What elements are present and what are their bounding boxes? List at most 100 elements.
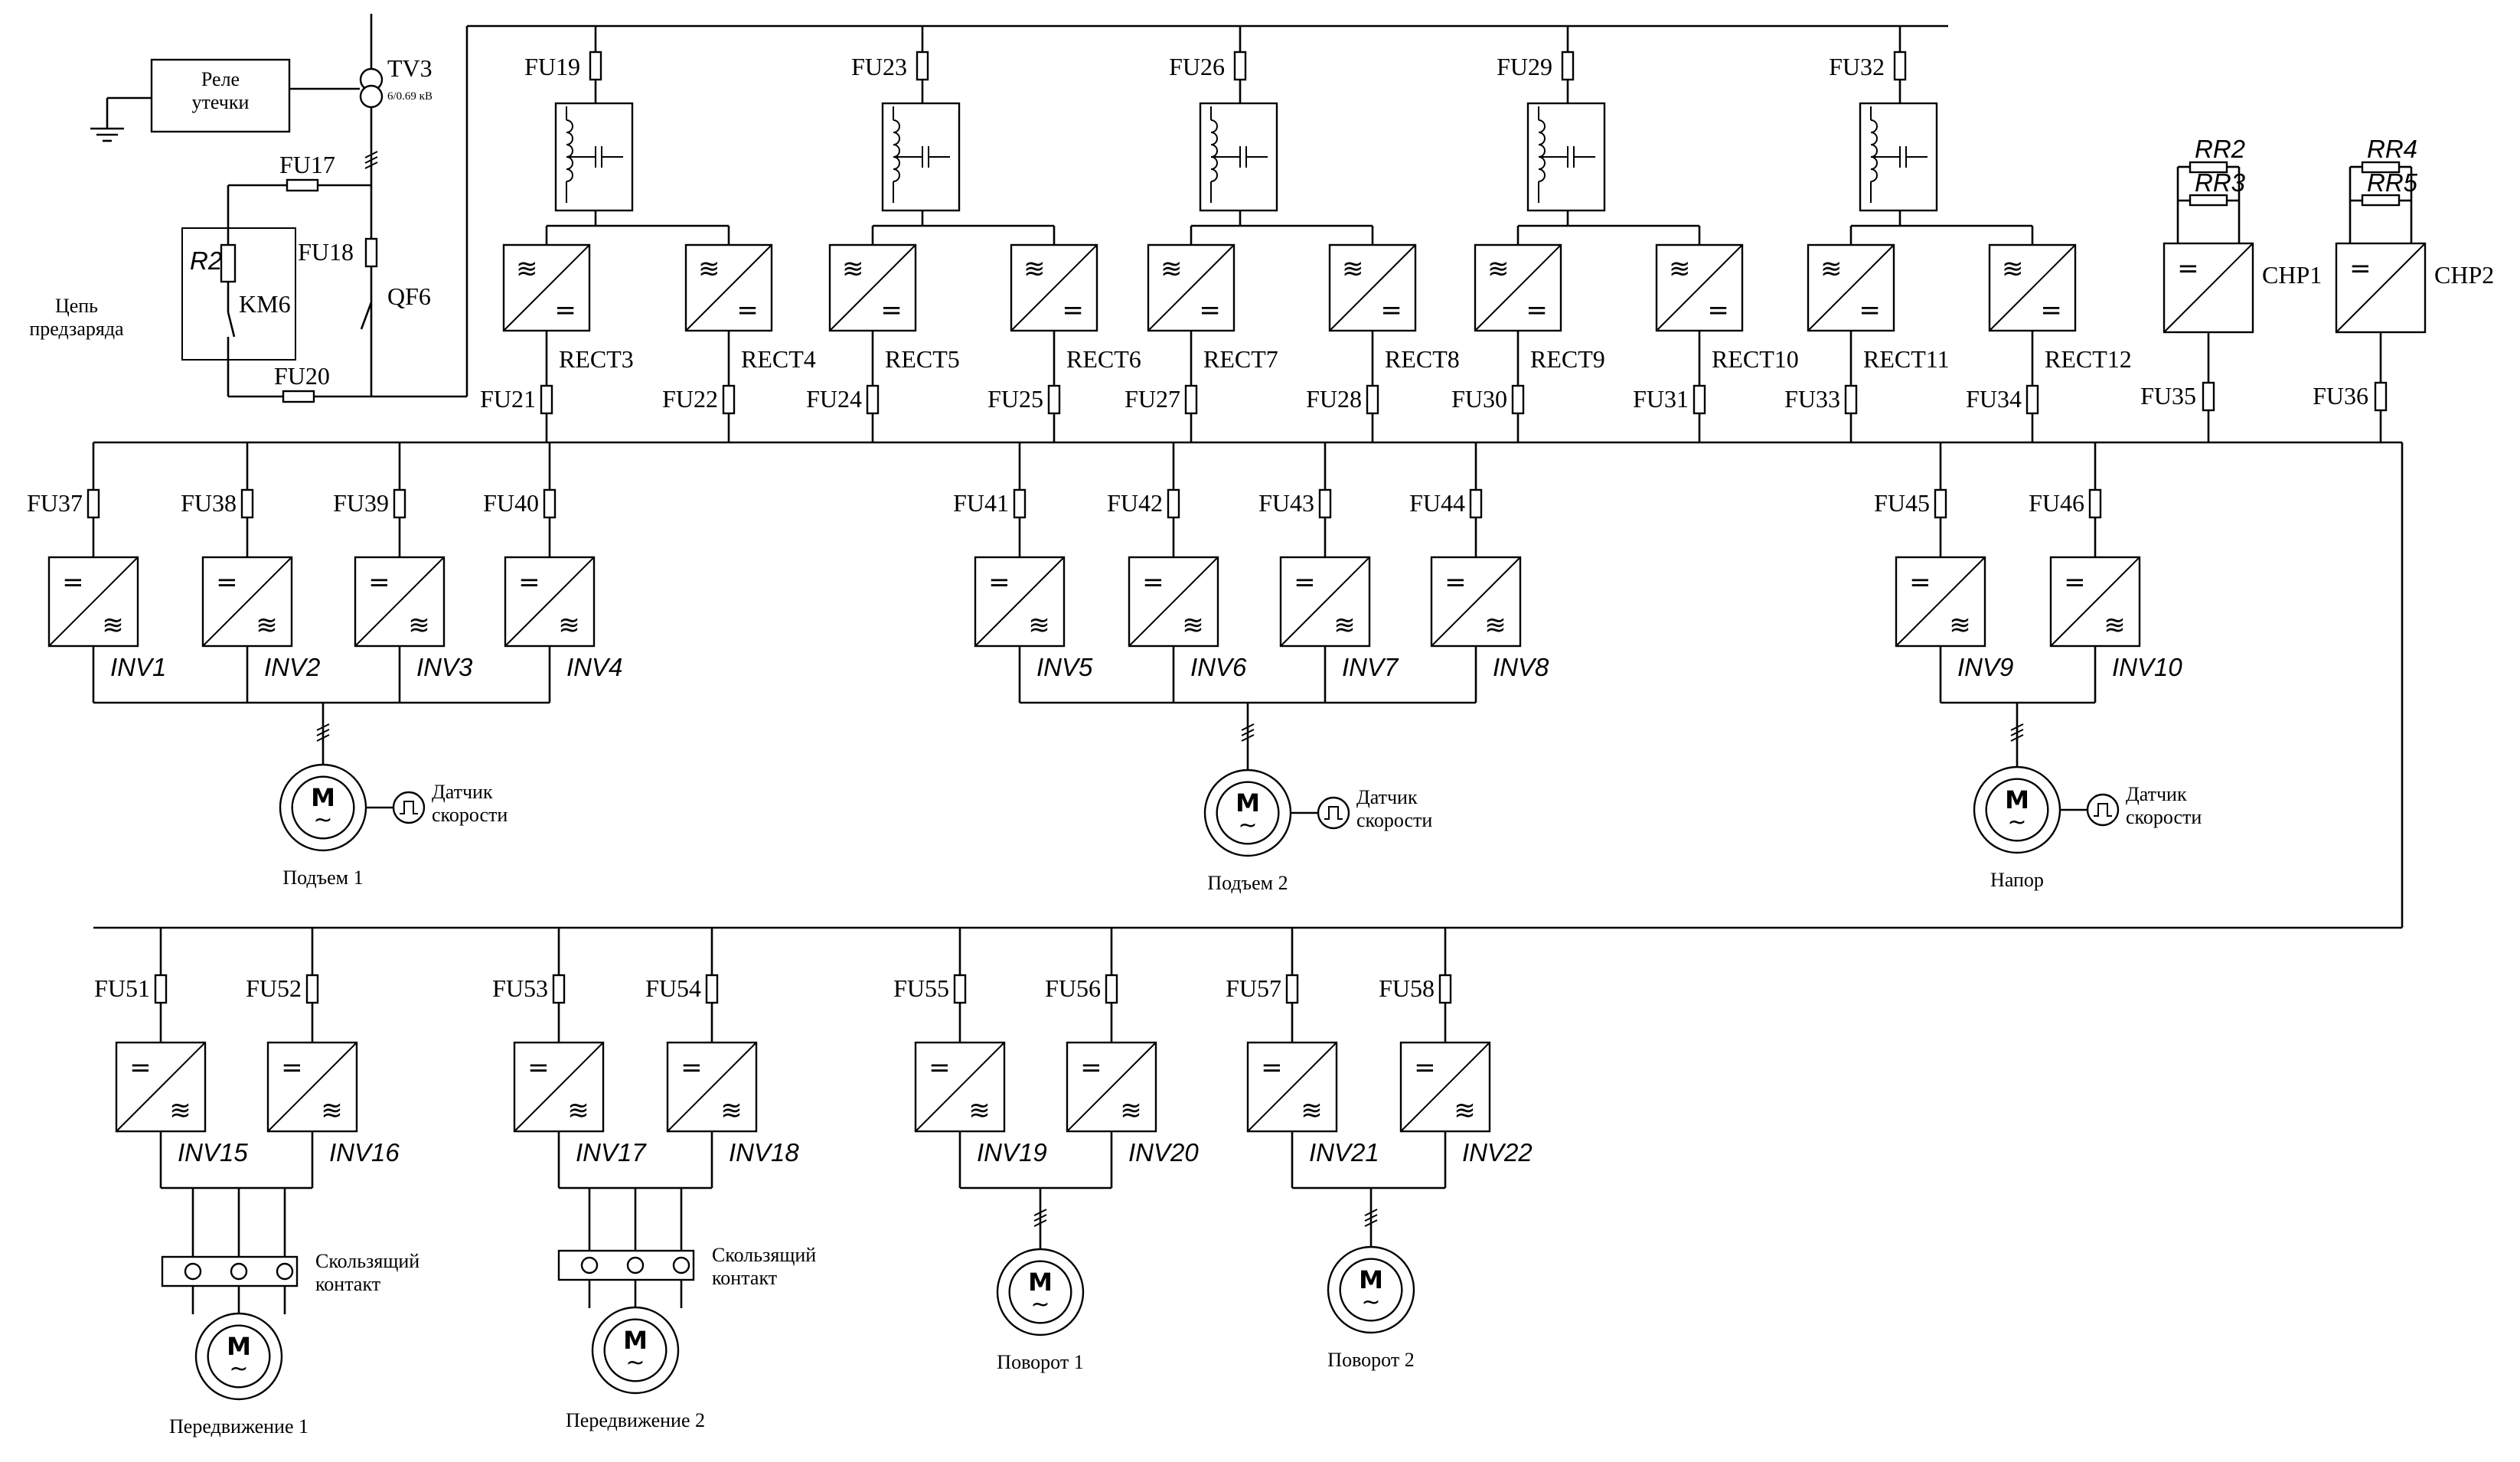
pulse-icon	[2094, 803, 2112, 817]
motor-inner	[207, 1324, 271, 1389]
dc-symbol: =	[554, 295, 576, 325]
motor-inner	[291, 775, 355, 840]
dc-symbol: =	[1414, 1052, 1436, 1083]
fuse-label: FU58	[1379, 974, 1435, 1002]
fuse-FU35	[2202, 381, 2215, 412]
resistor-RR5	[2361, 194, 2401, 207]
inductor-coil	[893, 119, 900, 182]
contact-icon	[672, 1256, 690, 1274]
inverter-INV9-diag	[1895, 556, 1986, 647]
speed-sensor	[2086, 793, 2120, 827]
three-phase-tick	[1033, 1209, 1047, 1216]
ac-symbol: ≋	[2104, 610, 2126, 641]
inverter-INV8: =≋	[1430, 556, 1522, 648]
rectifier-RECT5: ≋=	[828, 243, 917, 332]
three-phase-tick	[1241, 729, 1255, 736]
fuse-label: FU27	[1125, 385, 1180, 413]
inverter-INV22-diag	[1400, 1042, 1490, 1132]
dc-symbol: =	[518, 567, 540, 598]
pulse-icon-ring	[392, 791, 426, 824]
motor-label: Напор	[1990, 869, 2044, 891]
filter-1	[554, 102, 634, 212]
rectifier-RECT11-diag	[1807, 244, 1895, 331]
rectifier-RECT12-diag	[1989, 244, 2076, 331]
ac-tilde: ~	[313, 807, 332, 834]
fuse-FU40	[543, 488, 557, 519]
fuse-label: FU51	[94, 974, 150, 1002]
inverter-INV20-diag	[1066, 1042, 1157, 1132]
ac-symbol: ≋	[102, 610, 124, 641]
fuse-FU55	[953, 974, 967, 1004]
fuse-label: FU54	[645, 974, 701, 1002]
fuse-FU42	[1167, 488, 1180, 519]
inverter-INV18-diag	[667, 1042, 757, 1132]
three-phase-tick	[316, 729, 330, 736]
resistor-label: RR3	[2195, 168, 2246, 197]
transformer-label: TV3	[387, 54, 433, 82]
ac-symbol: ≋	[1160, 254, 1183, 285]
rectifier-RECT7: ≋=	[1147, 243, 1236, 332]
inverter-INV8-diag	[1431, 556, 1521, 647]
filter-2	[881, 102, 961, 212]
rectifier-label: RECT12	[2045, 345, 2132, 373]
rectifier-RECT6: ≋=	[1010, 243, 1098, 332]
motor-letter: M	[1359, 1265, 1383, 1294]
inverter-INV2-diag	[202, 556, 292, 647]
fuse-FU54	[705, 974, 719, 1004]
ac-symbol: ≋	[408, 610, 430, 641]
inverter-INV1: =≋	[47, 556, 139, 648]
dc-symbol: =	[880, 295, 903, 325]
rectifier-RECT10: ≋=	[1655, 243, 1744, 332]
rectifier-RECT11: ≋=	[1807, 243, 1895, 332]
ac-symbol: ≋	[968, 1095, 991, 1126]
ac-symbol: ≋	[1023, 254, 1046, 285]
precharge-label-line: Цепь	[55, 295, 98, 317]
fuse-label: FU18	[298, 238, 354, 266]
dc-symbol: =	[988, 567, 1010, 598]
precharge-frame	[181, 227, 296, 361]
dc-symbol: =	[2040, 295, 2062, 325]
inverter-label: INV19	[977, 1138, 1047, 1167]
rectifier-label: RECT7	[1203, 345, 1278, 373]
ac-symbol: ≋	[842, 254, 864, 285]
fuse-label: FU30	[1451, 385, 1507, 413]
resistor-label: RR5	[2367, 168, 2418, 197]
inverter-label: INV6	[1190, 653, 1247, 681]
dc-symbol: =	[368, 567, 390, 598]
inverter-label: INV7	[1342, 653, 1399, 681]
chopper-CHP2: =	[2335, 242, 2427, 334]
fuse-FU46	[2088, 488, 2102, 519]
dc-symbol: =	[527, 1052, 550, 1083]
three-phase-tick	[1364, 1214, 1378, 1222]
fuse-label: FU42	[1107, 489, 1163, 517]
motor: M~	[194, 1312, 283, 1401]
fuse-label: FU53	[492, 974, 548, 1002]
inverter-INV19: =≋	[914, 1041, 1006, 1133]
motor-inner	[1216, 781, 1280, 845]
inverter-INV4-diag	[504, 556, 595, 647]
ac-symbol: ≋	[1333, 610, 1356, 641]
inverter-INV21-diag	[1247, 1042, 1337, 1132]
three-phase-tick	[2010, 729, 2024, 736]
ac-symbol: ≋	[567, 1095, 589, 1126]
inverter-INV17: =≋	[513, 1041, 605, 1133]
fuse-label: FU25	[987, 385, 1043, 413]
sliding-contact-label-line: контакт	[712, 1267, 777, 1289]
fuse-FU17	[286, 178, 319, 192]
fuse-FU24	[866, 384, 880, 415]
fuse-FU44	[1469, 488, 1483, 519]
filter-4	[1526, 102, 1606, 212]
dc-symbol: =	[129, 1052, 152, 1083]
fuse-FU57	[1285, 974, 1299, 1004]
fuse-FU37	[87, 488, 100, 519]
rectifier-label: RECT4	[741, 345, 816, 373]
inverter-INV6: =≋	[1128, 556, 1219, 648]
ac-symbol: ≋	[169, 1095, 191, 1126]
inverter-label: INV15	[178, 1138, 248, 1167]
resistor-RR4	[2361, 161, 2401, 174]
motor-letter: M	[2005, 785, 2029, 814]
